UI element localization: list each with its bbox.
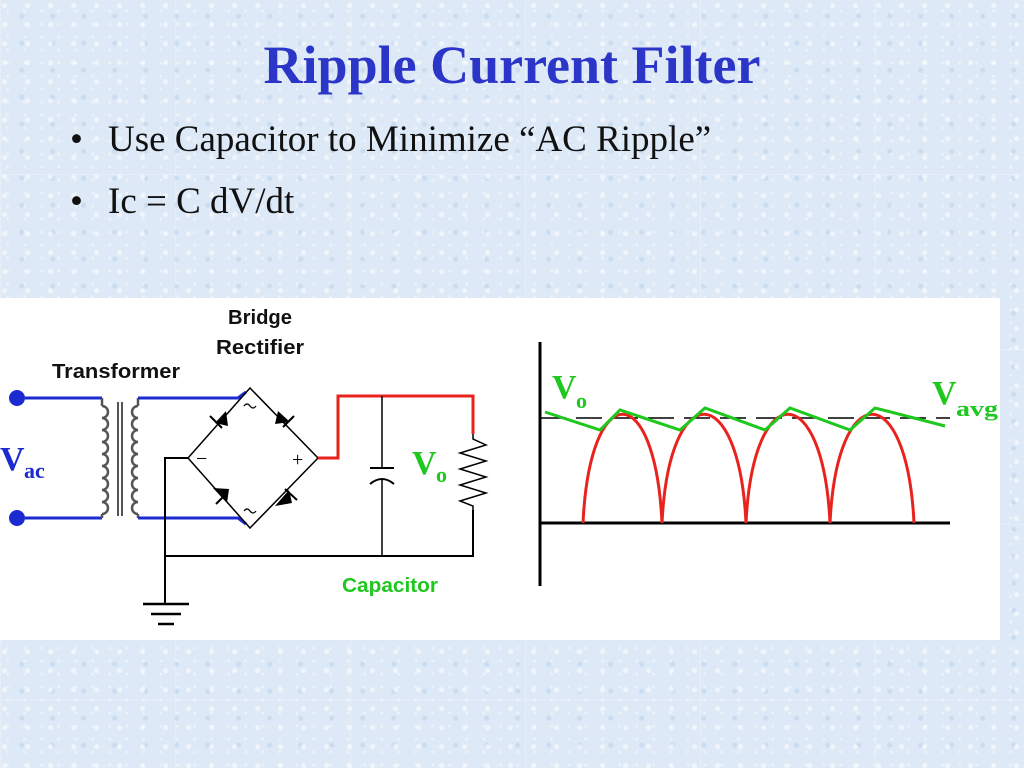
rectified-hump [744,413,832,524]
input-terminal-bottom [9,510,25,526]
filtered-ripple-waveform [544,406,946,432]
positive-output-wire [318,394,475,460]
input-terminal-top [9,390,25,406]
diode-icon [213,488,229,505]
vac-label-main: V [0,441,25,478]
rectified-waveform [581,413,916,524]
vac-label-subscript: ac [24,458,45,483]
bullet-dot: • [70,119,83,160]
bullet-text: Use Capacitor to Minimize “AC Ripple” [108,119,712,160]
bridge-label-line1: Bridge [228,307,292,329]
bullet-text: Ic = C dV/dt [108,181,295,222]
vo-circuit-label-main: V [412,445,437,482]
rectified-hump [581,413,664,524]
ac-symbol-icon [243,403,257,409]
load-resistor-icon [457,434,489,510]
vavg-label-main: V [932,375,957,412]
ground-icon [143,602,189,626]
capacitor-label: Capacitor [342,575,438,597]
bullet-dot: • [70,181,83,222]
rectified-hump [660,413,748,524]
transformer-primary-coil [100,398,110,518]
diode-icon [275,411,295,428]
bridge-plus-sign: + [292,449,303,471]
vavg-label-subscript: avg [956,396,998,421]
diode-icon [209,411,228,429]
vo-waveform-label-main: V [552,369,577,406]
transformer-secondary-coil [130,398,140,518]
rectifier-label-line2: Rectifier [216,337,304,359]
bullet-item: • Use Capacitor to Minimize “AC Ripple” [70,120,711,160]
vo-waveform-label-subscript: o [576,388,587,413]
diode-icon [275,488,298,506]
transformer-label: Transformer [52,361,180,383]
bullet-list: • Use Capacitor to Minimize “AC Ripple” •… [70,120,711,244]
circuit-diagram: − + Transformer Bridge Rectifier Capacit… [0,307,998,626]
circuit-diagram-panel: − + Transformer Bridge Rectifier Capacit… [0,298,1000,640]
vo-circuit-label-subscript: o [436,462,447,487]
ac-symbol-icon [243,508,257,514]
rectified-hump [828,413,916,524]
slide-title: Ripple Current Filter [263,35,761,95]
bridge-minus-sign: − [196,448,207,470]
secondary-wire-top [138,390,247,400]
bridge-rectifier-outline [186,386,320,530]
secondary-wire-bottom [138,516,247,526]
bullet-item: • Ic = C dV/dt [70,182,711,222]
